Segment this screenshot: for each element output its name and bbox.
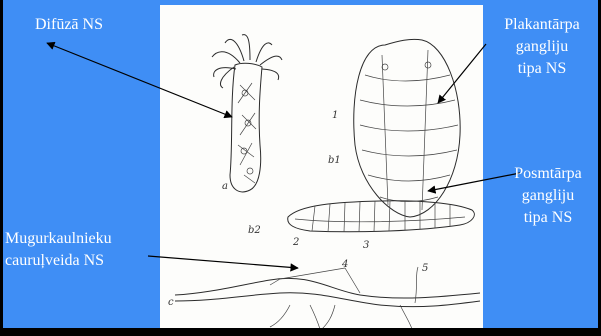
label-vertebrate-line-2: cauruļveida NS [5, 250, 112, 272]
label-annelid-ns: Posmtārpa gangliju tipa NS [496, 163, 600, 229]
label-annelid-line-2: gangliju [496, 185, 600, 207]
arrow-diffuse [47, 43, 232, 117]
label-annelid-line-3: tipa NS [496, 207, 600, 229]
label-flatworm-line-2: gangliju [486, 36, 598, 58]
arrow-vertebrate [148, 256, 298, 268]
label-flatworm-line-1: Plakantārpa [486, 14, 598, 36]
label-annelid-line-1: Posmtārpa [496, 163, 600, 185]
arrow-flatworm [438, 44, 486, 103]
label-flatworm-line-3: tipa NS [486, 58, 598, 80]
label-vertebrate-line-1: Mugurkaulnieku [5, 228, 112, 250]
frame-left [0, 0, 3, 331]
label-diffuse-ns: Difūzā NS [35, 14, 103, 36]
label-vertebrate-ns: Mugurkaulnieku cauruļveida NS [5, 228, 112, 272]
label-flatworm-ns: Plakantārpa gangliju tipa NS [486, 14, 598, 80]
